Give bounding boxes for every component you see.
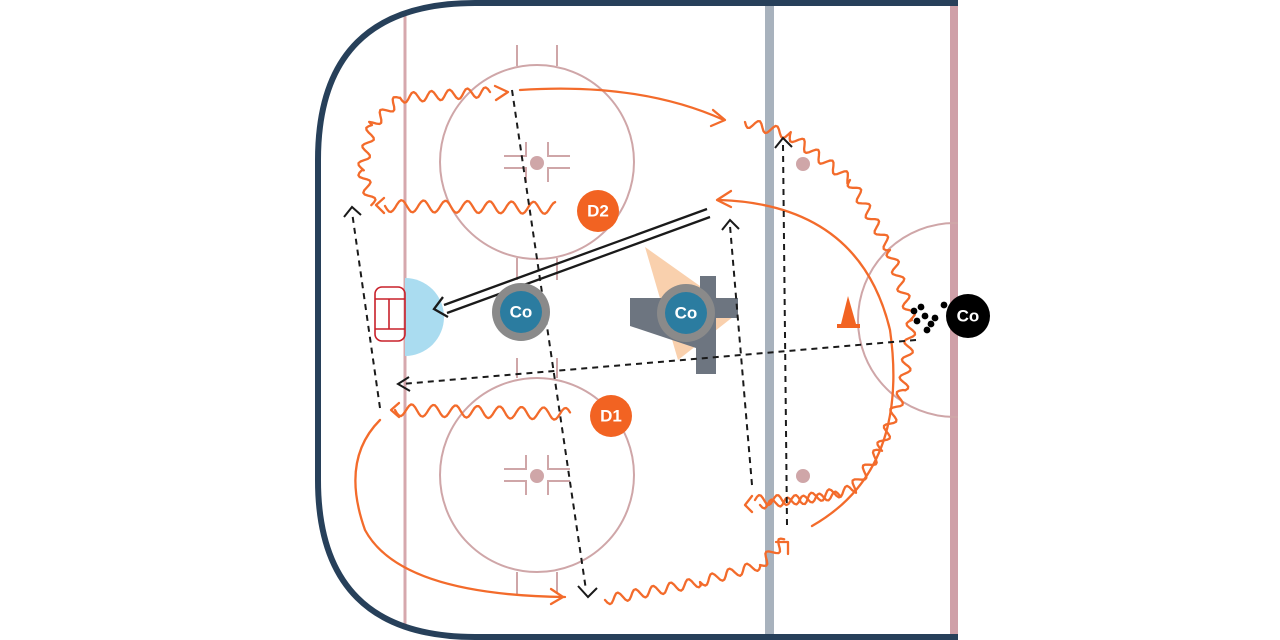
player-d1-label: D1 — [600, 407, 622, 426]
faceoff-dot-top — [530, 156, 544, 170]
coach-screen: Co — [657, 284, 715, 342]
arrowhead — [709, 108, 727, 128]
coach-slot-label: Co — [510, 303, 533, 322]
skate-path-d1-sweep — [354, 418, 567, 599]
center-circle — [857, 222, 958, 418]
arrowhead — [774, 540, 790, 556]
coach-boards: Co — [946, 294, 990, 338]
coach-boards-label: Co — [957, 307, 980, 326]
arrowhead — [389, 401, 401, 419]
arrowhead — [743, 494, 754, 514]
neutral-dot-top — [796, 157, 810, 171]
pass-line — [511, 89, 587, 591]
arrowhead — [715, 189, 733, 209]
pass-line — [401, 339, 917, 385]
pylon-icon — [837, 296, 860, 328]
arrowhead — [493, 84, 510, 102]
neutral-dot-bottom — [796, 469, 810, 483]
arrowhead — [374, 196, 386, 215]
pass-lines — [351, 89, 917, 591]
skate-path-right-wave — [743, 119, 917, 507]
skate-path-d1-wave — [393, 403, 572, 421]
shot-line — [432, 207, 711, 318]
player-d2: D2 — [577, 190, 619, 232]
goal-crease — [405, 278, 444, 356]
player-d2-label: D2 — [587, 202, 609, 221]
pass-arrowheads — [343, 136, 793, 599]
coach-slot: Co — [492, 283, 550, 341]
skate-path-bottom-wave — [603, 537, 786, 606]
skate-path-d2-return — [383, 199, 557, 215]
skate-path-d2-to-blueline — [518, 87, 726, 122]
skate-path-d2-loop — [357, 86, 492, 207]
skate-path-right-sweep — [718, 198, 895, 528]
faceoff-circle-top — [439, 45, 635, 280]
player-d1: D1 — [590, 395, 632, 437]
blue-line — [765, 3, 774, 637]
pass-line — [782, 144, 788, 526]
skating-paths — [354, 84, 917, 606]
rink-boards — [315, 0, 958, 640]
faceoff-circle-bottom — [439, 358, 635, 594]
puck-pile-icon — [910, 301, 948, 334]
coach-screen-label: Co — [675, 304, 698, 323]
arrowhead — [549, 587, 565, 606]
skate-path-blueline-wave — [758, 490, 842, 510]
goal-net-icon — [374, 286, 406, 342]
faceoff-dot-bottom — [530, 469, 544, 483]
